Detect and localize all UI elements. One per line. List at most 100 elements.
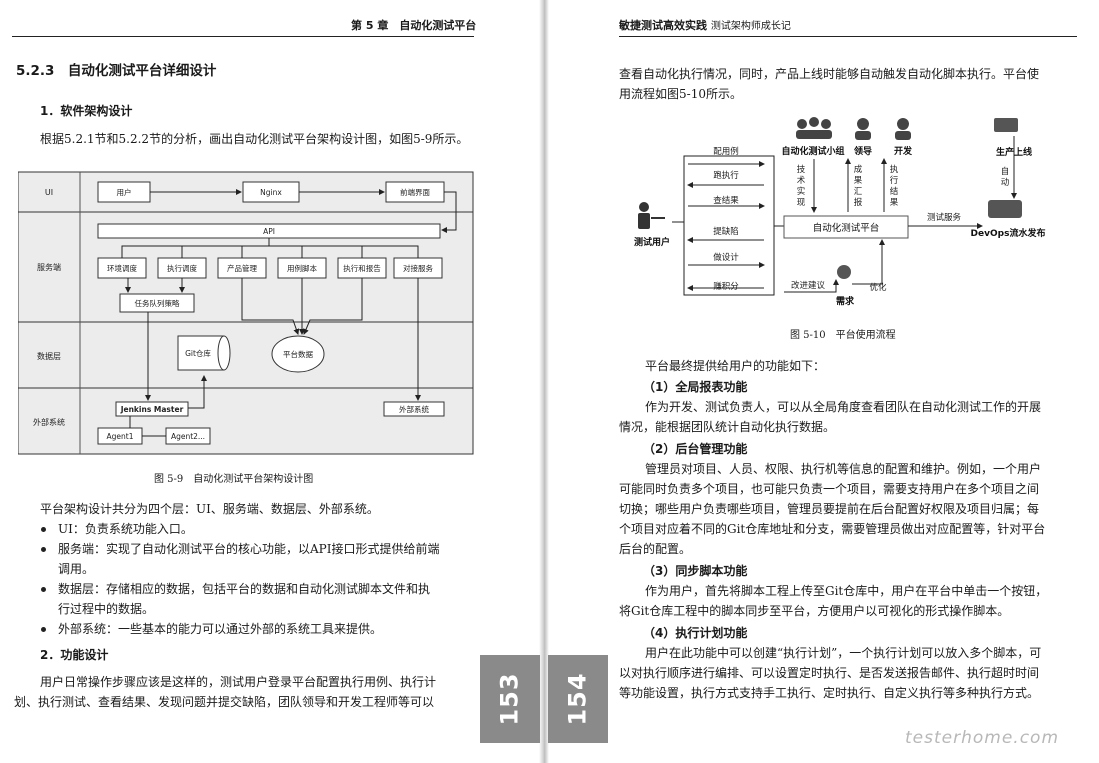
right-header: 敏捷测试高效实践 测试架构师成长记 xyxy=(619,19,791,32)
subsection-2: 2．功能设计 xyxy=(40,648,109,662)
bullet-dot xyxy=(41,587,46,592)
improve-suggest: 改进建议 xyxy=(791,280,826,291)
right-intro-line2: 用流程如图5-10所示。 xyxy=(619,87,742,101)
left-para-3-line2: 划、执行测试、查看结果、发现问题并提交缺陷，团队领导和开发工程师等可以 xyxy=(14,695,435,709)
func-3-line1: 作为用户，首先将脚本工程上传至Git仓库中，用户在平台中单击一个按钮， xyxy=(645,584,1048,598)
auto-label-2: 动 xyxy=(1001,177,1010,188)
layer-server: 服务端 xyxy=(37,262,61,272)
external-system: 外部系统 xyxy=(399,404,429,414)
func-3-line2: 将Git仓库工程中的脚本同步至平台，方便用户以可视化的形式操作脚本。 xyxy=(619,604,1010,618)
report-2: 果 xyxy=(854,176,863,186)
layer-ui: UI xyxy=(45,188,53,197)
bullet-ui: UI：负责系统功能入口。 xyxy=(58,522,193,536)
svc-exec: 执行调度 xyxy=(167,263,197,273)
report-3: 汇 xyxy=(854,187,863,197)
test-user: 测试用户 xyxy=(634,236,670,248)
left-para-3-line1: 用户日常操作步骤应该是这样的，测试用户登录平台配置执行用例、执行计 xyxy=(40,675,437,689)
optimize-label: 优化 xyxy=(869,282,887,293)
demand-label: 需求 xyxy=(836,295,855,307)
page-number-153: 153 xyxy=(480,655,540,743)
action-results: 查结果 xyxy=(713,195,739,206)
func-2-line4: 个项目对应着不同的Git仓库地址和分支，需要管理员做出对应配置等，针对平台 xyxy=(619,522,1046,536)
exec-res-2: 行 xyxy=(890,175,899,186)
production-release: 生产上线 xyxy=(996,146,1032,158)
func-4-line3: 等功能设置，执行方式支持手工执行、定时执行、自定义执行等多种执行方式。 xyxy=(619,686,1040,700)
test-service: 测试服务 xyxy=(927,212,962,223)
api-bar: API xyxy=(263,227,275,236)
role-leader: 领导 xyxy=(854,145,872,157)
svc-report: 执行和报告 xyxy=(343,263,381,273)
right-para-1: 平台最终提供给用户的功能如下： xyxy=(645,359,826,373)
auto-label-1: 自 xyxy=(1001,166,1010,177)
tech-impl-3: 实 xyxy=(797,186,806,197)
report-4: 报 xyxy=(854,197,863,208)
platform-data: 平台数据 xyxy=(283,349,313,359)
layer-external: 外部系统 xyxy=(33,417,65,427)
bullet-dot xyxy=(41,547,46,552)
right-intro-line1: 查看自动化执行情况，同时，产品上线时能够自动触发自动化脚本执行。平台使 xyxy=(619,67,1040,81)
svc-product: 产品管理 xyxy=(227,263,257,273)
func-2-line2: 可能同时负责多个项目，也可能只负责一个项目，需要支持用户在多个项目之间 xyxy=(619,482,1040,496)
platform-flow-diagram: 测试用户 配用例 跑执行 查结果 提缺陷 做设计 赚积分 自动化测试小组 领导 … xyxy=(634,117,1046,307)
bullet-server-cont: 调用。 xyxy=(58,562,95,576)
right-header-rule xyxy=(619,36,1077,37)
action-defects: 提缺陷 xyxy=(713,226,739,237)
platform-box: 自动化测试平台 xyxy=(813,222,880,234)
bullet-server: 服务端：实现了自动化测试平台的核心功能，以API接口形式提供给前端 xyxy=(58,542,440,556)
exec-res-1: 执 xyxy=(890,164,899,175)
bullet-data: 数据层：存储相应的数据，包括平台的数据和自动化测试脚本文件和执 xyxy=(58,582,431,596)
func-4-line1: 用户在此功能中可以创建“执行计划”，一个执行计划可以放入多个脚本，可 xyxy=(645,646,1042,660)
tech-impl-1: 技 xyxy=(797,164,806,175)
report-1: 成 xyxy=(854,164,863,175)
book-spine xyxy=(539,0,549,763)
func-4-title: （4）执行计划功能 xyxy=(643,626,748,640)
agent-2: Agent2... xyxy=(171,432,205,441)
bullet-data-cont: 行过程中的数据。 xyxy=(58,602,155,616)
func-4-line2: 以对执行顺序进行编排、可以设置定时执行、是否发送报告邮件、执行超时时间 xyxy=(619,666,1040,680)
architecture-diagram: UI 服务端 数据层 外部系统 用户 Nginx 前端界面 API 环境调度 执… xyxy=(18,171,474,455)
exec-res-4: 果 xyxy=(890,198,899,208)
bullet-external: 外部系统：一些基本的能力可以通过外部的系统工具来提供。 xyxy=(58,622,383,636)
svc-connect: 对接服务 xyxy=(403,263,433,273)
role-qa-team: 自动化测试小组 xyxy=(781,145,844,157)
func-2-line3: 切换；哪些用户负责哪些项目，管理员要提前在后台配置好权限及项目归属；每 xyxy=(619,502,1040,516)
tech-impl-2: 术 xyxy=(797,175,806,186)
git-repo: Git仓库 xyxy=(185,348,211,358)
func-2-title: （2）后台管理功能 xyxy=(643,442,748,456)
func-2-line1: 管理员对项目、人员、权限、执行机等信息的配置和维护。例如，一个用户 xyxy=(645,462,1042,476)
jenkins-master: Jenkins Master xyxy=(120,405,184,414)
left-para-2: 平台架构设计共分为四个层：UI、服务端、数据层、外部系统。 xyxy=(40,502,379,516)
left-header: 第 5 章 自动化测试平台 xyxy=(351,19,477,32)
tech-impl-4: 现 xyxy=(797,198,806,208)
layer-data: 数据层 xyxy=(37,351,61,361)
func-2-line5: 后台的配置。 xyxy=(619,542,692,556)
ui-frontend: 前端界面 xyxy=(400,187,430,197)
left-para-1: 根据5.2.1节和5.2.2节的分析，画出自动化测试平台架构设计图，如图5-9所… xyxy=(40,132,469,146)
figure-5-10-caption: 图 5-10 平台使用流程 xyxy=(790,330,896,341)
left-header-rule xyxy=(12,36,474,37)
page-number-154: 154 xyxy=(548,655,608,743)
svc-env: 环境调度 xyxy=(107,263,137,273)
action-design: 做设计 xyxy=(713,252,739,263)
action-points: 赚积分 xyxy=(713,281,739,292)
ui-user: 用户 xyxy=(117,187,132,197)
exec-res-3: 结 xyxy=(890,186,899,197)
action-config-cases: 配用例 xyxy=(713,146,739,157)
svc-script: 用例脚本 xyxy=(287,263,317,273)
bullet-dot xyxy=(41,527,46,532)
task-queue: 任务队列策略 xyxy=(135,298,180,308)
role-dev: 开发 xyxy=(894,145,913,157)
section-title: 5.2.3 自动化测试平台详细设计 xyxy=(16,63,217,79)
watermark: testerhome.com xyxy=(905,728,1060,748)
ui-nginx: Nginx xyxy=(260,188,282,197)
func-3-title: （3）同步脚本功能 xyxy=(643,564,748,578)
agent-1: Agent1 xyxy=(107,432,134,441)
figure-5-9-caption: 图 5-9 自动化测试平台架构设计图 xyxy=(154,474,314,485)
action-run: 跑执行 xyxy=(713,170,739,181)
func-1-line2: 情况，能根据团队统计自动化执行数据。 xyxy=(619,420,836,434)
func-1-title: （1）全局报表功能 xyxy=(643,380,748,394)
bullet-dot xyxy=(41,627,46,632)
subsection-1: 1．软件架构设计 xyxy=(40,104,133,118)
devops-pipeline: DevOps流水发布 xyxy=(971,227,1046,239)
